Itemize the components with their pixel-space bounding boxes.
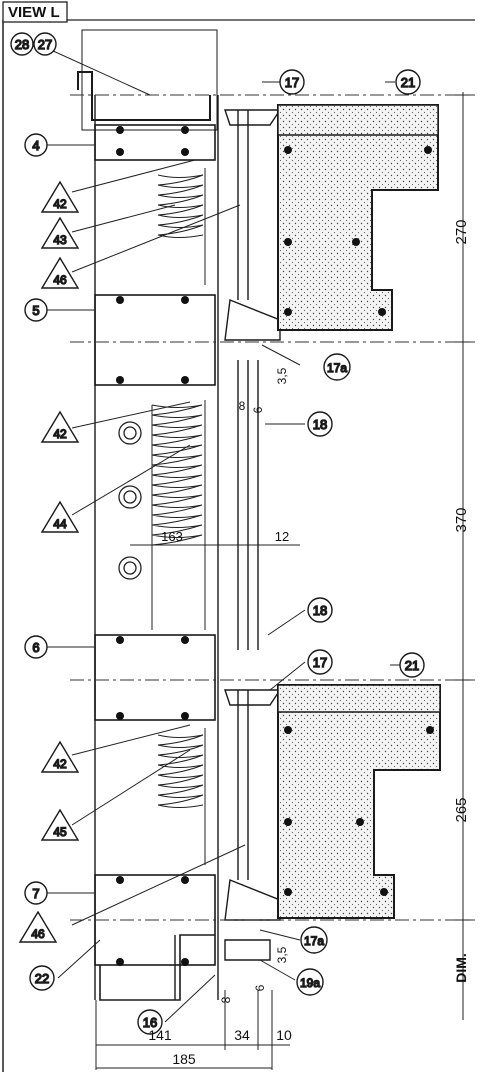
svg-text:22: 22 — [35, 971, 49, 986]
callout-16: 16 — [137, 1009, 163, 1035]
triangle-46-a: 46 — [40, 256, 80, 289]
triangle-42-a: 42 — [40, 180, 80, 213]
svg-text:5: 5 — [32, 303, 39, 318]
svg-text:17: 17 — [285, 75, 299, 90]
svg-text:42: 42 — [53, 757, 67, 771]
dim-34: 34 — [234, 1027, 250, 1043]
callout-6: 6 — [24, 635, 48, 659]
svg-text:42: 42 — [53, 427, 67, 441]
dim-6-top: 6 — [251, 406, 265, 413]
triangle-43: 43 — [40, 216, 80, 249]
dim-185: 185 — [172, 1051, 196, 1067]
insulation-coils — [151, 168, 206, 865]
mullion-profile — [77, 29, 219, 1001]
dim-label: DIM. — [453, 953, 469, 983]
dim-35-bot: 3,5 — [275, 946, 289, 963]
svg-text:46: 46 — [53, 273, 67, 287]
callout-17-mid: 17 — [307, 649, 333, 675]
dim-10: 10 — [276, 1027, 292, 1043]
svg-text:18: 18 — [313, 603, 327, 618]
svg-text:16: 16 — [143, 1015, 157, 1030]
round-fixings — [118, 421, 142, 580]
svg-text:44: 44 — [53, 517, 67, 531]
triangle-44: 44 — [40, 500, 80, 533]
triangle-42-c: 42 — [40, 740, 80, 773]
svg-text:6: 6 — [32, 640, 39, 655]
slab-anchors — [284, 146, 434, 896]
svg-text:46: 46 — [31, 927, 45, 941]
callout-21-top: 21 — [395, 69, 421, 95]
circle-callouts: 28 27 4 17 21 5 17a 18 6 18 17 21 7 22 1… — [10, 32, 425, 1035]
dim-370: 370 — [453, 507, 470, 532]
triangle-45: 45 — [40, 808, 80, 841]
dim-163: 163 — [161, 529, 183, 544]
svg-text:4: 4 — [32, 138, 39, 153]
right-dimension-line — [455, 92, 470, 1020]
dim-270: 270 — [453, 219, 470, 244]
svg-text:19a: 19a — [300, 976, 320, 990]
callout-22: 22 — [29, 965, 55, 991]
svg-text:17a: 17a — [327, 361, 347, 375]
dimension-texts: 270 370 265 DIM. 163 12 8 6 3,5 8 6 3,5 … — [148, 219, 470, 1067]
callout-17a-top: 17a — [323, 353, 351, 381]
svg-text:17: 17 — [313, 655, 327, 670]
callout-18-mid: 18 — [307, 597, 333, 623]
callout-4: 4 — [24, 133, 48, 157]
triangle-callouts: 42 43 46 42 44 42 45 46 — [18, 180, 80, 943]
svg-text:21: 21 — [401, 75, 415, 90]
svg-text:18: 18 — [313, 417, 327, 432]
slab-top — [277, 104, 439, 331]
dim-8-top: 8 — [239, 399, 246, 413]
dim-141: 141 — [148, 1027, 172, 1043]
callout-7: 7 — [24, 881, 48, 905]
slab-bottom — [277, 684, 441, 919]
svg-text:7: 7 — [32, 886, 39, 901]
bottom-dimension-lines — [95, 544, 300, 1070]
callout-5: 5 — [24, 298, 48, 322]
svg-text:45: 45 — [53, 825, 67, 839]
svg-text:27: 27 — [38, 37, 52, 52]
callout-18-top: 18 — [307, 411, 333, 437]
triangle-46-b: 46 — [18, 910, 58, 943]
callout-19a: 19a — [296, 968, 324, 996]
svg-text:42: 42 — [53, 197, 67, 211]
callout-17a-bot: 17a — [300, 926, 328, 954]
callout-17-top: 17 — [279, 69, 305, 95]
svg-text:21: 21 — [405, 658, 419, 673]
dim-8-bot: 8 — [219, 996, 233, 1003]
svg-text:43: 43 — [53, 233, 67, 247]
dim-12: 12 — [275, 529, 289, 544]
view-title-box: VIEW L — [2, 1, 68, 23]
callout-27: 27 — [33, 32, 57, 56]
dim-35-top: 3,5 — [275, 367, 289, 384]
dim-265: 265 — [453, 797, 470, 822]
callout-21-mid: 21 — [399, 652, 425, 678]
triangle-42-b: 42 — [40, 410, 80, 443]
glazing-lines — [224, 109, 282, 961]
callout-28: 28 — [10, 32, 34, 56]
view-title: VIEW L — [8, 4, 60, 21]
fixing-dots — [116, 126, 189, 966]
svg-text:17a: 17a — [304, 934, 324, 948]
svg-text:28: 28 — [15, 37, 29, 52]
axis-lines — [70, 94, 475, 921]
dim-6-bot: 6 — [253, 984, 267, 991]
